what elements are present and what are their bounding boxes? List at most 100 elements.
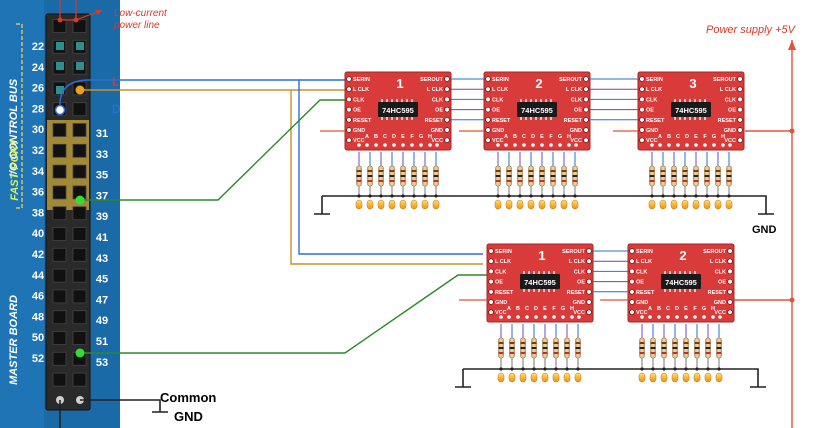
module-pin-label: RESET — [708, 290, 727, 296]
output-label: B — [513, 134, 517, 140]
pin-label-53: 53 — [96, 357, 108, 369]
output-label: D — [675, 306, 679, 312]
module-pin-label: GND — [431, 128, 443, 134]
module-pin-label: RESET — [353, 118, 372, 124]
header-pin — [72, 310, 87, 325]
header-pin — [72, 372, 87, 387]
module-pin-label: CLK — [353, 97, 364, 103]
low-current-power-line — [57, 0, 103, 23]
module-pin-label: SEROUT — [420, 77, 444, 83]
module-number: 2 — [535, 76, 542, 91]
output-label: B — [667, 134, 671, 140]
module-pin-label: CLK — [646, 97, 657, 103]
output-label: D — [392, 134, 396, 140]
module-pin-label: OE — [353, 108, 361, 114]
module-pin-label: VCC — [636, 310, 648, 316]
common-gnd-label-2: GND — [174, 409, 203, 424]
led — [571, 199, 579, 210]
module-pin-label: L CLK — [427, 87, 443, 93]
pin-label-22: 22 — [32, 41, 44, 53]
header-pin — [72, 123, 87, 137]
module-pin-label: CLK — [715, 269, 726, 275]
module-pin-label: CLK — [725, 97, 736, 103]
fast-port-label: FAST PORT — [9, 138, 21, 201]
header-pin — [72, 247, 87, 262]
header-pin — [52, 164, 67, 179]
header-pin — [52, 143, 67, 158]
module-pin-label: OE — [577, 280, 585, 286]
header-pin — [52, 185, 67, 200]
module-pin-label: SEROUT — [559, 77, 583, 83]
module-pin-label: VCC — [573, 310, 585, 316]
led — [494, 199, 502, 210]
led — [692, 199, 700, 210]
led — [516, 199, 524, 210]
module-pin-label: SEROUT — [562, 249, 586, 255]
module-pin-label: GND — [570, 128, 582, 134]
led — [505, 199, 513, 210]
led — [519, 372, 527, 383]
led — [552, 372, 560, 383]
header-pin — [72, 143, 87, 158]
module-pin-label: RESET — [564, 118, 583, 124]
header-pin — [72, 227, 87, 241]
output-label: G — [712, 134, 716, 140]
header-pin — [52, 206, 67, 221]
led — [541, 372, 549, 383]
common-gnd-wire — [59, 399, 168, 428]
chip-74hc595 — [517, 102, 557, 117]
module-pin-label: OE — [495, 280, 503, 286]
pin-label-49: 49 — [96, 315, 108, 327]
header-pin — [72, 19, 87, 33]
module-pin-label: L CLK — [710, 259, 726, 265]
output-label: H — [570, 306, 574, 312]
chip-74hc595 — [661, 274, 701, 289]
output-label: F — [552, 306, 556, 312]
chip-74hc595 — [520, 274, 560, 289]
header-pin — [72, 268, 87, 283]
chip-74hc595 — [378, 102, 418, 117]
pin-label-34: 34 — [32, 166, 45, 178]
led — [693, 372, 701, 383]
module-pin-label: GND — [714, 300, 726, 306]
module-pin-label: VCC — [431, 138, 443, 144]
header-pin — [72, 102, 87, 117]
module-pin-label: SEROUT — [703, 249, 727, 255]
led — [355, 199, 363, 210]
header-pin — [52, 310, 67, 325]
module-pin-label: RESET — [567, 290, 586, 296]
pin-label-28: 28 — [32, 103, 44, 115]
output-label: B — [516, 306, 520, 312]
header-pin — [72, 164, 87, 179]
led — [660, 372, 668, 383]
led — [574, 372, 582, 383]
module-pin-label: VCC — [570, 138, 582, 144]
led — [682, 372, 690, 383]
output-label: G — [558, 134, 562, 140]
module-pin-label: L CLK — [720, 87, 736, 93]
led — [715, 372, 723, 383]
output-label: B — [657, 306, 661, 312]
header-pin — [52, 372, 67, 387]
output-label: E — [543, 306, 547, 312]
chip-label: 74HC595 — [675, 106, 707, 115]
module-number: 2 — [679, 248, 686, 263]
output-label: G — [419, 134, 423, 140]
power-supply-label: Power supply +5V — [706, 24, 797, 36]
output-label: A — [648, 306, 652, 312]
output-label: G — [561, 306, 565, 312]
module-pin-label: RESET — [495, 290, 514, 296]
module-pin-label: GND — [636, 300, 648, 306]
led — [399, 199, 407, 210]
pin-label-40: 40 — [32, 228, 44, 240]
led — [508, 372, 516, 383]
module-pin-label: GND — [492, 128, 504, 134]
signal-d-label: D — [112, 102, 121, 116]
module-pin-label: SERIN — [646, 77, 663, 83]
output-label: A — [365, 134, 369, 140]
output-label: D — [531, 134, 535, 140]
led — [538, 199, 546, 210]
module-pin-label: RESET — [718, 118, 737, 124]
